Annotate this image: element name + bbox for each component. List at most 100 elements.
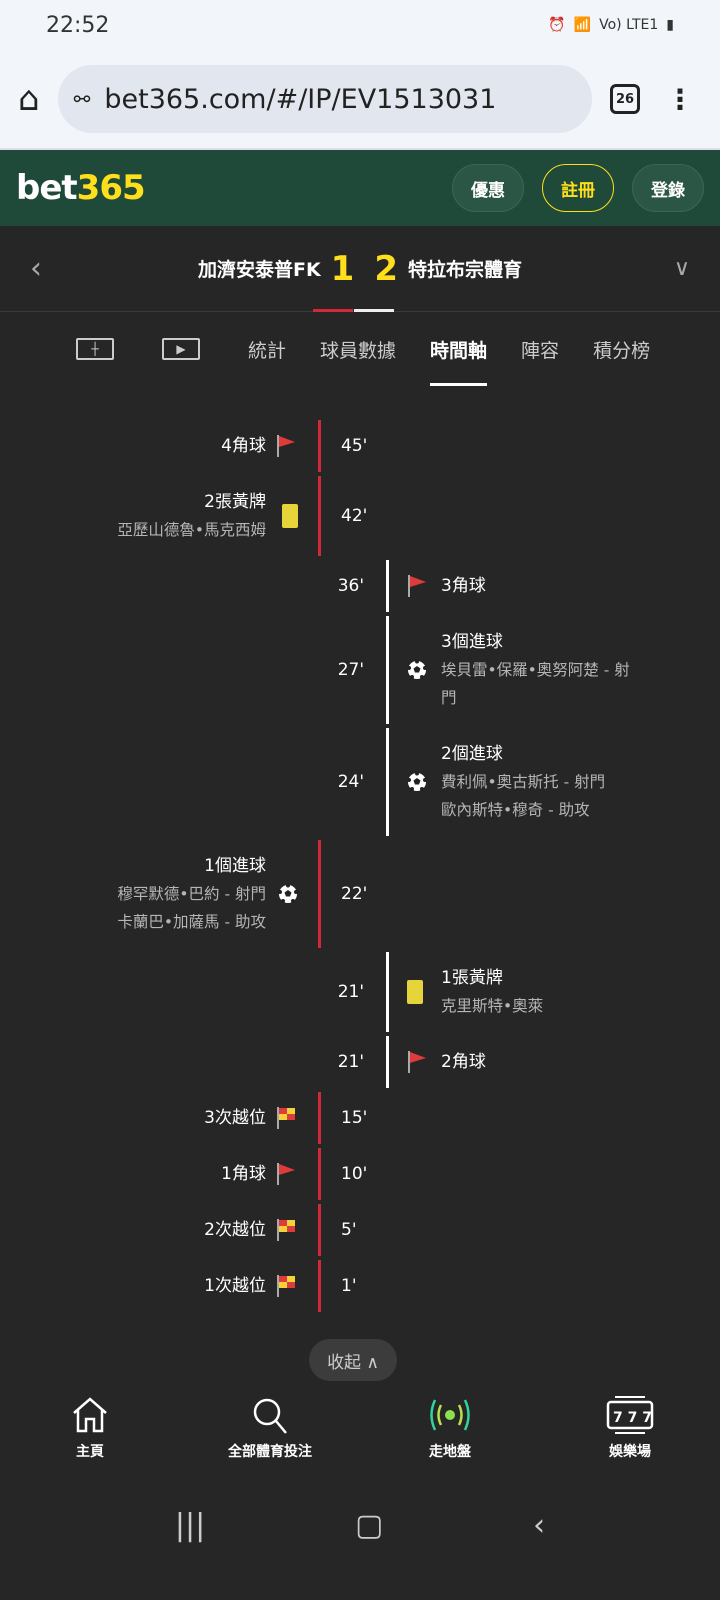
timeline-event: 36' 3角球 <box>0 560 720 612</box>
site-settings-icon[interactable]: ⚯ <box>73 87 91 111</box>
event-time: 15' <box>318 1092 389 1144</box>
corner-flag-icon <box>276 1161 298 1187</box>
browser-toolbar: ⌂ ⚯ bet365.com/#/IP/EV1513031 26 ⋮ <box>0 50 720 150</box>
home-event <box>0 952 318 1032</box>
yellow-card-icon <box>282 504 298 528</box>
timeline-event: 1角球 10' <box>0 1148 720 1200</box>
event-time: 45' <box>318 420 389 472</box>
back-chevron-icon[interactable]: ‹ <box>30 251 42 286</box>
home-color-bar <box>313 309 353 312</box>
event-minute: 5' <box>341 1220 357 1240</box>
nav-in-play[interactable]: 走地盤 <box>360 1395 540 1475</box>
home-event: 1角球 <box>0 1148 318 1200</box>
search-icon <box>253 1398 287 1434</box>
match-tabs: ┼ ▶ 統計 球員數據 時間軸 陣容 積分榜 <box>0 312 720 386</box>
back-icon[interactable]: ‹ <box>533 1507 546 1543</box>
away-event: 3個進球埃貝雷•保羅•奧努阿楚 - 射門 <box>389 616 720 724</box>
away-event <box>389 840 720 948</box>
timeline-event: 27'3個進球埃貝雷•保羅•奧努阿楚 - 射門 <box>0 616 720 724</box>
event-time: 24' <box>318 728 389 836</box>
nav-all-sports[interactable]: 全部體育投注 <box>180 1395 360 1475</box>
register-button[interactable]: 註冊 <box>542 164 614 212</box>
home-icon[interactable]: ⌂ <box>18 79 40 119</box>
event-time: 10' <box>318 1148 389 1200</box>
away-event: 2角球 <box>389 1036 720 1088</box>
url-field[interactable]: ⚯ bet365.com/#/IP/EV1513031 <box>57 65 592 133</box>
home-event <box>0 616 318 724</box>
more-menu-icon[interactable]: ⋮ <box>666 82 694 116</box>
event-title: 1角球 <box>221 1164 266 1184</box>
away-event <box>389 476 720 556</box>
event-minute: 42' <box>341 506 368 526</box>
event-minute: 21' <box>337 982 364 1002</box>
event-title: 2次越位 <box>204 1220 266 1240</box>
event-time: 1' <box>318 1260 389 1312</box>
bet365-logo[interactable]: bet365 <box>16 168 146 208</box>
video-play-icon[interactable]: ▶ <box>162 338 200 360</box>
home-event <box>0 728 318 836</box>
tab-lineups[interactable]: 陣容 <box>521 339 560 362</box>
corner-flag-icon <box>407 573 429 599</box>
offside-flag-icon <box>276 1105 298 1131</box>
chevron-down-icon[interactable]: ∨ <box>673 256 690 281</box>
login-button[interactable]: 登錄 <box>632 164 704 212</box>
home-team: 加濟安泰普FK <box>197 259 321 281</box>
event-minute: 45' <box>341 436 368 456</box>
event-minute: 15' <box>341 1108 368 1128</box>
away-event: 1張黃牌克里斯特•奧萊 <box>389 952 720 1032</box>
event-title: 1個進球 <box>204 856 266 876</box>
nav-home[interactable]: 主頁 <box>0 1395 180 1475</box>
event-title: 2角球 <box>441 1052 486 1072</box>
event-time: 22' <box>318 840 389 948</box>
event-detail: 歐內斯特•穆奇 - 助攻 <box>441 801 590 819</box>
home-button-icon[interactable]: ▢ <box>354 1507 384 1543</box>
home-event: 2次越位 <box>0 1204 318 1256</box>
home-event: 4角球 <box>0 420 318 472</box>
tab-player-stats[interactable]: 球員數據 <box>320 339 397 362</box>
timeline-event: 24'2個進球費利佩•奧古斯托 - 射門歐內斯特•穆奇 - 助攻 <box>0 728 720 836</box>
pitch-icon[interactable]: ┼ <box>76 338 114 360</box>
away-event <box>389 1260 720 1312</box>
event-minute: 36' <box>337 576 364 596</box>
event-minute: 22' <box>341 884 368 904</box>
event-title: 4角球 <box>221 436 266 456</box>
ball-icon <box>278 884 298 904</box>
away-color-bar <box>354 309 394 312</box>
event-title: 3次越位 <box>204 1108 266 1128</box>
scoreboard: ‹ 加濟安泰普FK 1 2 特拉布宗體育 ∨ <box>0 226 720 312</box>
url-text: bet365.com/#/IP/EV1513031 <box>104 83 497 115</box>
offers-button[interactable]: 優惠 <box>452 164 524 212</box>
event-detail: 卡蘭巴•加薩馬 - 助攻 <box>117 913 266 931</box>
wifi-icon: 📶 <box>573 17 592 33</box>
timeline-event: 1個進球穆罕默德•巴約 - 射門卡蘭巴•加薩馬 - 助攻 22' <box>0 840 720 948</box>
timeline-event: 4角球 45' <box>0 420 720 472</box>
event-minute: 1' <box>341 1276 357 1296</box>
event-minute: 21' <box>337 1052 364 1072</box>
tab-timeline[interactable]: 時間軸 <box>430 312 488 386</box>
yellow-card-icon <box>407 980 423 1004</box>
recents-icon[interactable]: ||| <box>174 1507 206 1543</box>
tab-standings[interactable]: 積分榜 <box>593 339 651 362</box>
status-bar: 22:52 ⏰📶Vo) LTE1▮ <box>0 0 720 50</box>
event-time: 21' <box>318 1036 389 1088</box>
timeline-event: 21' 1張黃牌克里斯特•奧萊 <box>0 952 720 1032</box>
event-title: 3角球 <box>441 576 486 596</box>
ball-icon <box>407 660 427 680</box>
away-event <box>389 1204 720 1256</box>
collapse-button[interactable]: 收起 ∧ <box>309 1339 397 1381</box>
tab-switcher-button[interactable]: 26 <box>610 84 640 114</box>
site-header: bet365 優惠 註冊 登錄 <box>0 150 720 226</box>
home-event: 1個進球穆罕默德•巴約 - 射門卡蘭巴•加薩馬 - 助攻 <box>0 840 318 948</box>
offside-flag-icon <box>276 1217 298 1243</box>
away-team: 特拉布宗體育 <box>408 259 523 281</box>
away-score: 2 <box>374 248 399 289</box>
tab-stats[interactable]: 統計 <box>248 339 287 362</box>
event-time: 42' <box>318 476 389 556</box>
away-event: 3角球 <box>389 560 720 612</box>
corner-flag-icon <box>276 433 298 459</box>
event-time: 27' <box>318 616 389 724</box>
